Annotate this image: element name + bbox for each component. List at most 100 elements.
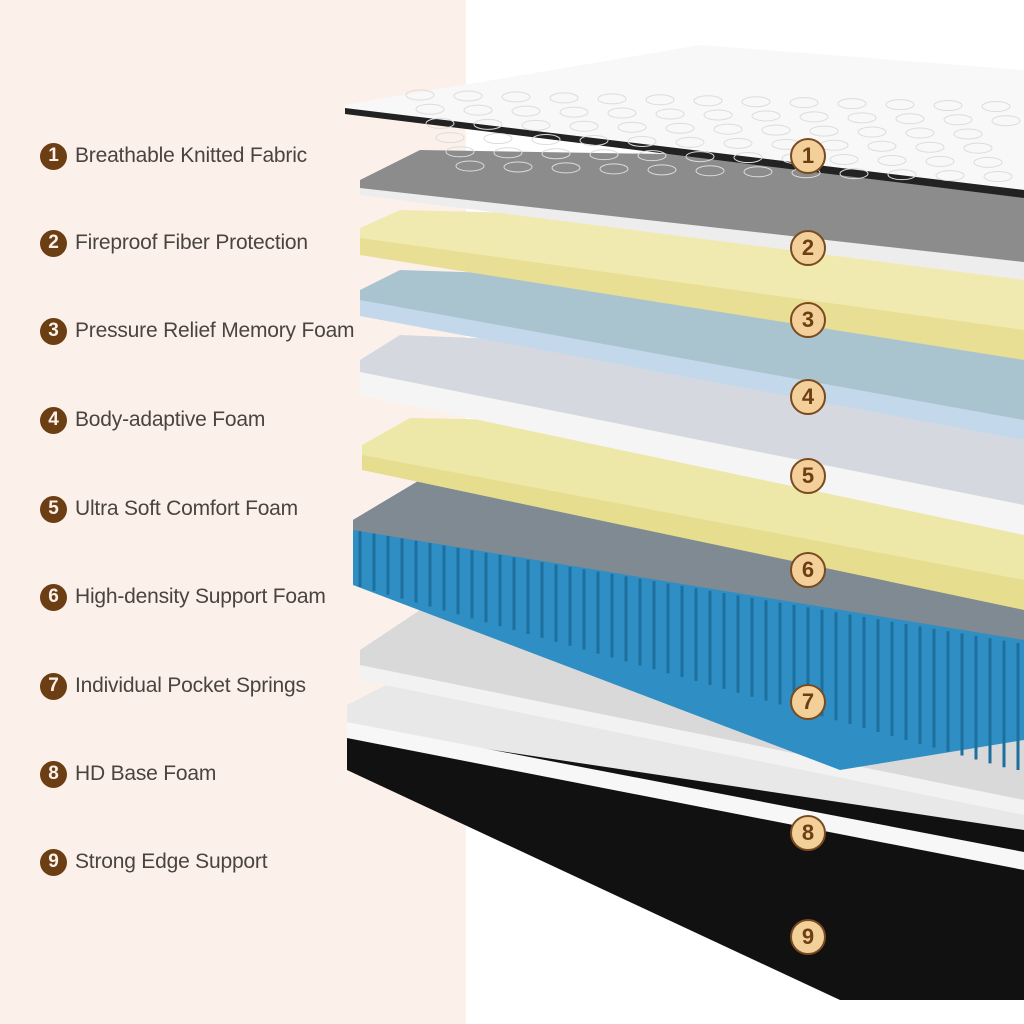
quilt-pattern <box>751 110 781 122</box>
layer-label-text: Fireproof Fiber Protection <box>75 231 308 254</box>
quilt-pattern <box>943 114 973 126</box>
layer-5-edge <box>360 372 1024 535</box>
number-icon: 4 <box>40 406 67 434</box>
quilt-pattern <box>981 101 1011 113</box>
layer-label-text: High-density Support Foam <box>75 585 326 608</box>
quilt-pattern <box>503 161 533 173</box>
quilt-pattern <box>665 122 695 134</box>
number-icon: 7 <box>40 672 67 700</box>
quilt-pattern <box>761 124 791 136</box>
quilt-pattern <box>521 119 551 131</box>
quilt-pattern <box>847 112 877 124</box>
quilt-pattern <box>435 132 465 144</box>
quilt-pattern <box>905 127 935 139</box>
quilt-pattern <box>445 146 475 158</box>
layer-badge-8: 8 <box>790 815 826 851</box>
layer-8-edge <box>360 665 1024 815</box>
quilt-pattern <box>877 154 907 166</box>
quilt-pattern <box>473 118 503 130</box>
layer-badge-9: 9 <box>790 919 826 955</box>
quilt-pattern <box>837 98 867 110</box>
quilt-pattern <box>839 168 869 180</box>
number-icon: 1 <box>40 142 67 170</box>
layer-2-edge <box>360 188 1024 280</box>
quilt-pattern <box>541 148 571 160</box>
quilt-pattern <box>453 90 483 102</box>
quilt-pattern <box>455 160 485 172</box>
layer-1-shape <box>345 45 1024 190</box>
quilt-pattern <box>695 165 725 177</box>
layer-label-1: 1 Breathable Knitted Fabric <box>40 141 307 171</box>
quilt-pattern <box>569 120 599 132</box>
quilt-pattern <box>935 170 965 182</box>
layer-label-7: 7 Individual Pocket Springs <box>40 671 306 701</box>
quilt-pattern <box>743 166 773 178</box>
layer-label-text: Strong Edge Support <box>75 850 268 873</box>
quilt-pattern <box>645 94 675 106</box>
quilt-pattern <box>809 125 839 137</box>
quilt-pattern <box>895 113 925 125</box>
quilt-pattern <box>789 97 819 109</box>
quilt-pattern <box>607 107 637 119</box>
number-icon: 3 <box>40 317 67 345</box>
layer-1-edge <box>345 108 1024 198</box>
quilt-pattern <box>829 153 859 165</box>
quilt-pattern <box>579 134 609 146</box>
layer-label-text: Ultra Soft Comfort Foam <box>75 497 298 520</box>
layer-label-9: 9 Strong Edge Support <box>40 847 268 877</box>
quilt-pattern <box>703 109 733 121</box>
quilt-pattern <box>963 142 993 154</box>
layer-badge-7: 7 <box>790 684 826 720</box>
quilt-pattern <box>733 152 763 164</box>
number-icon: 9 <box>40 848 67 876</box>
quilt-pattern <box>693 95 723 107</box>
quilt-pattern <box>637 150 667 162</box>
layer-label-4: 4 Body-adaptive Foam <box>40 405 265 435</box>
layer-badge-5: 5 <box>790 458 826 494</box>
quilt-pattern <box>511 105 541 117</box>
number-icon: 2 <box>40 229 67 257</box>
quilt-pattern <box>597 93 627 105</box>
quilt-pattern <box>627 135 657 147</box>
layer-6-edge <box>362 455 1024 610</box>
quilt-pattern <box>857 126 887 138</box>
layer-label-5: 5 Ultra Soft Comfort Foam <box>40 494 298 524</box>
layer-label-text: Individual Pocket Springs <box>75 674 306 697</box>
layer-label-text: Pressure Relief Memory Foam <box>75 319 355 342</box>
quilt-pattern <box>599 163 629 175</box>
quilt-pattern <box>675 136 705 148</box>
quilt-pattern <box>647 164 677 176</box>
quilt-pattern <box>991 115 1021 127</box>
layer-9-edge <box>347 722 1024 870</box>
quilt-pattern <box>483 133 513 145</box>
layer-label-text: Body-adaptive Foam <box>75 408 266 431</box>
number-icon: 8 <box>40 760 67 788</box>
quilt-pattern <box>463 104 493 116</box>
layer-badge-1: 1 <box>790 138 826 174</box>
number-icon: 6 <box>40 583 67 611</box>
layer-label-text: Breathable Knitted Fabric <box>75 144 307 167</box>
quilt-pattern <box>415 103 445 115</box>
layer-label-3: 3 Pressure Relief Memory Foam <box>40 316 355 346</box>
quilt-pattern <box>425 117 455 129</box>
quilt-pattern <box>531 134 561 146</box>
quilt-pattern <box>887 169 917 181</box>
quilt-pattern <box>501 91 531 103</box>
quilt-pattern <box>685 151 715 163</box>
quilt-pattern <box>559 106 589 118</box>
quilt-pattern <box>867 140 897 152</box>
quilt-pattern <box>405 89 435 101</box>
quilt-pattern <box>617 121 647 133</box>
quilt-pattern <box>713 123 743 135</box>
layer-4-edge <box>360 300 1024 440</box>
layer-badge-2: 2 <box>790 230 826 266</box>
quilt-pattern <box>551 162 581 174</box>
number-icon: 5 <box>40 495 67 523</box>
layer-label-text: HD Base Foam <box>75 762 217 785</box>
quilt-pattern <box>493 147 523 159</box>
quilt-pattern <box>799 111 829 123</box>
layer-badge-6: 6 <box>790 552 826 588</box>
layer-badge-4: 4 <box>790 379 826 415</box>
layer-3-edge <box>360 238 1024 360</box>
